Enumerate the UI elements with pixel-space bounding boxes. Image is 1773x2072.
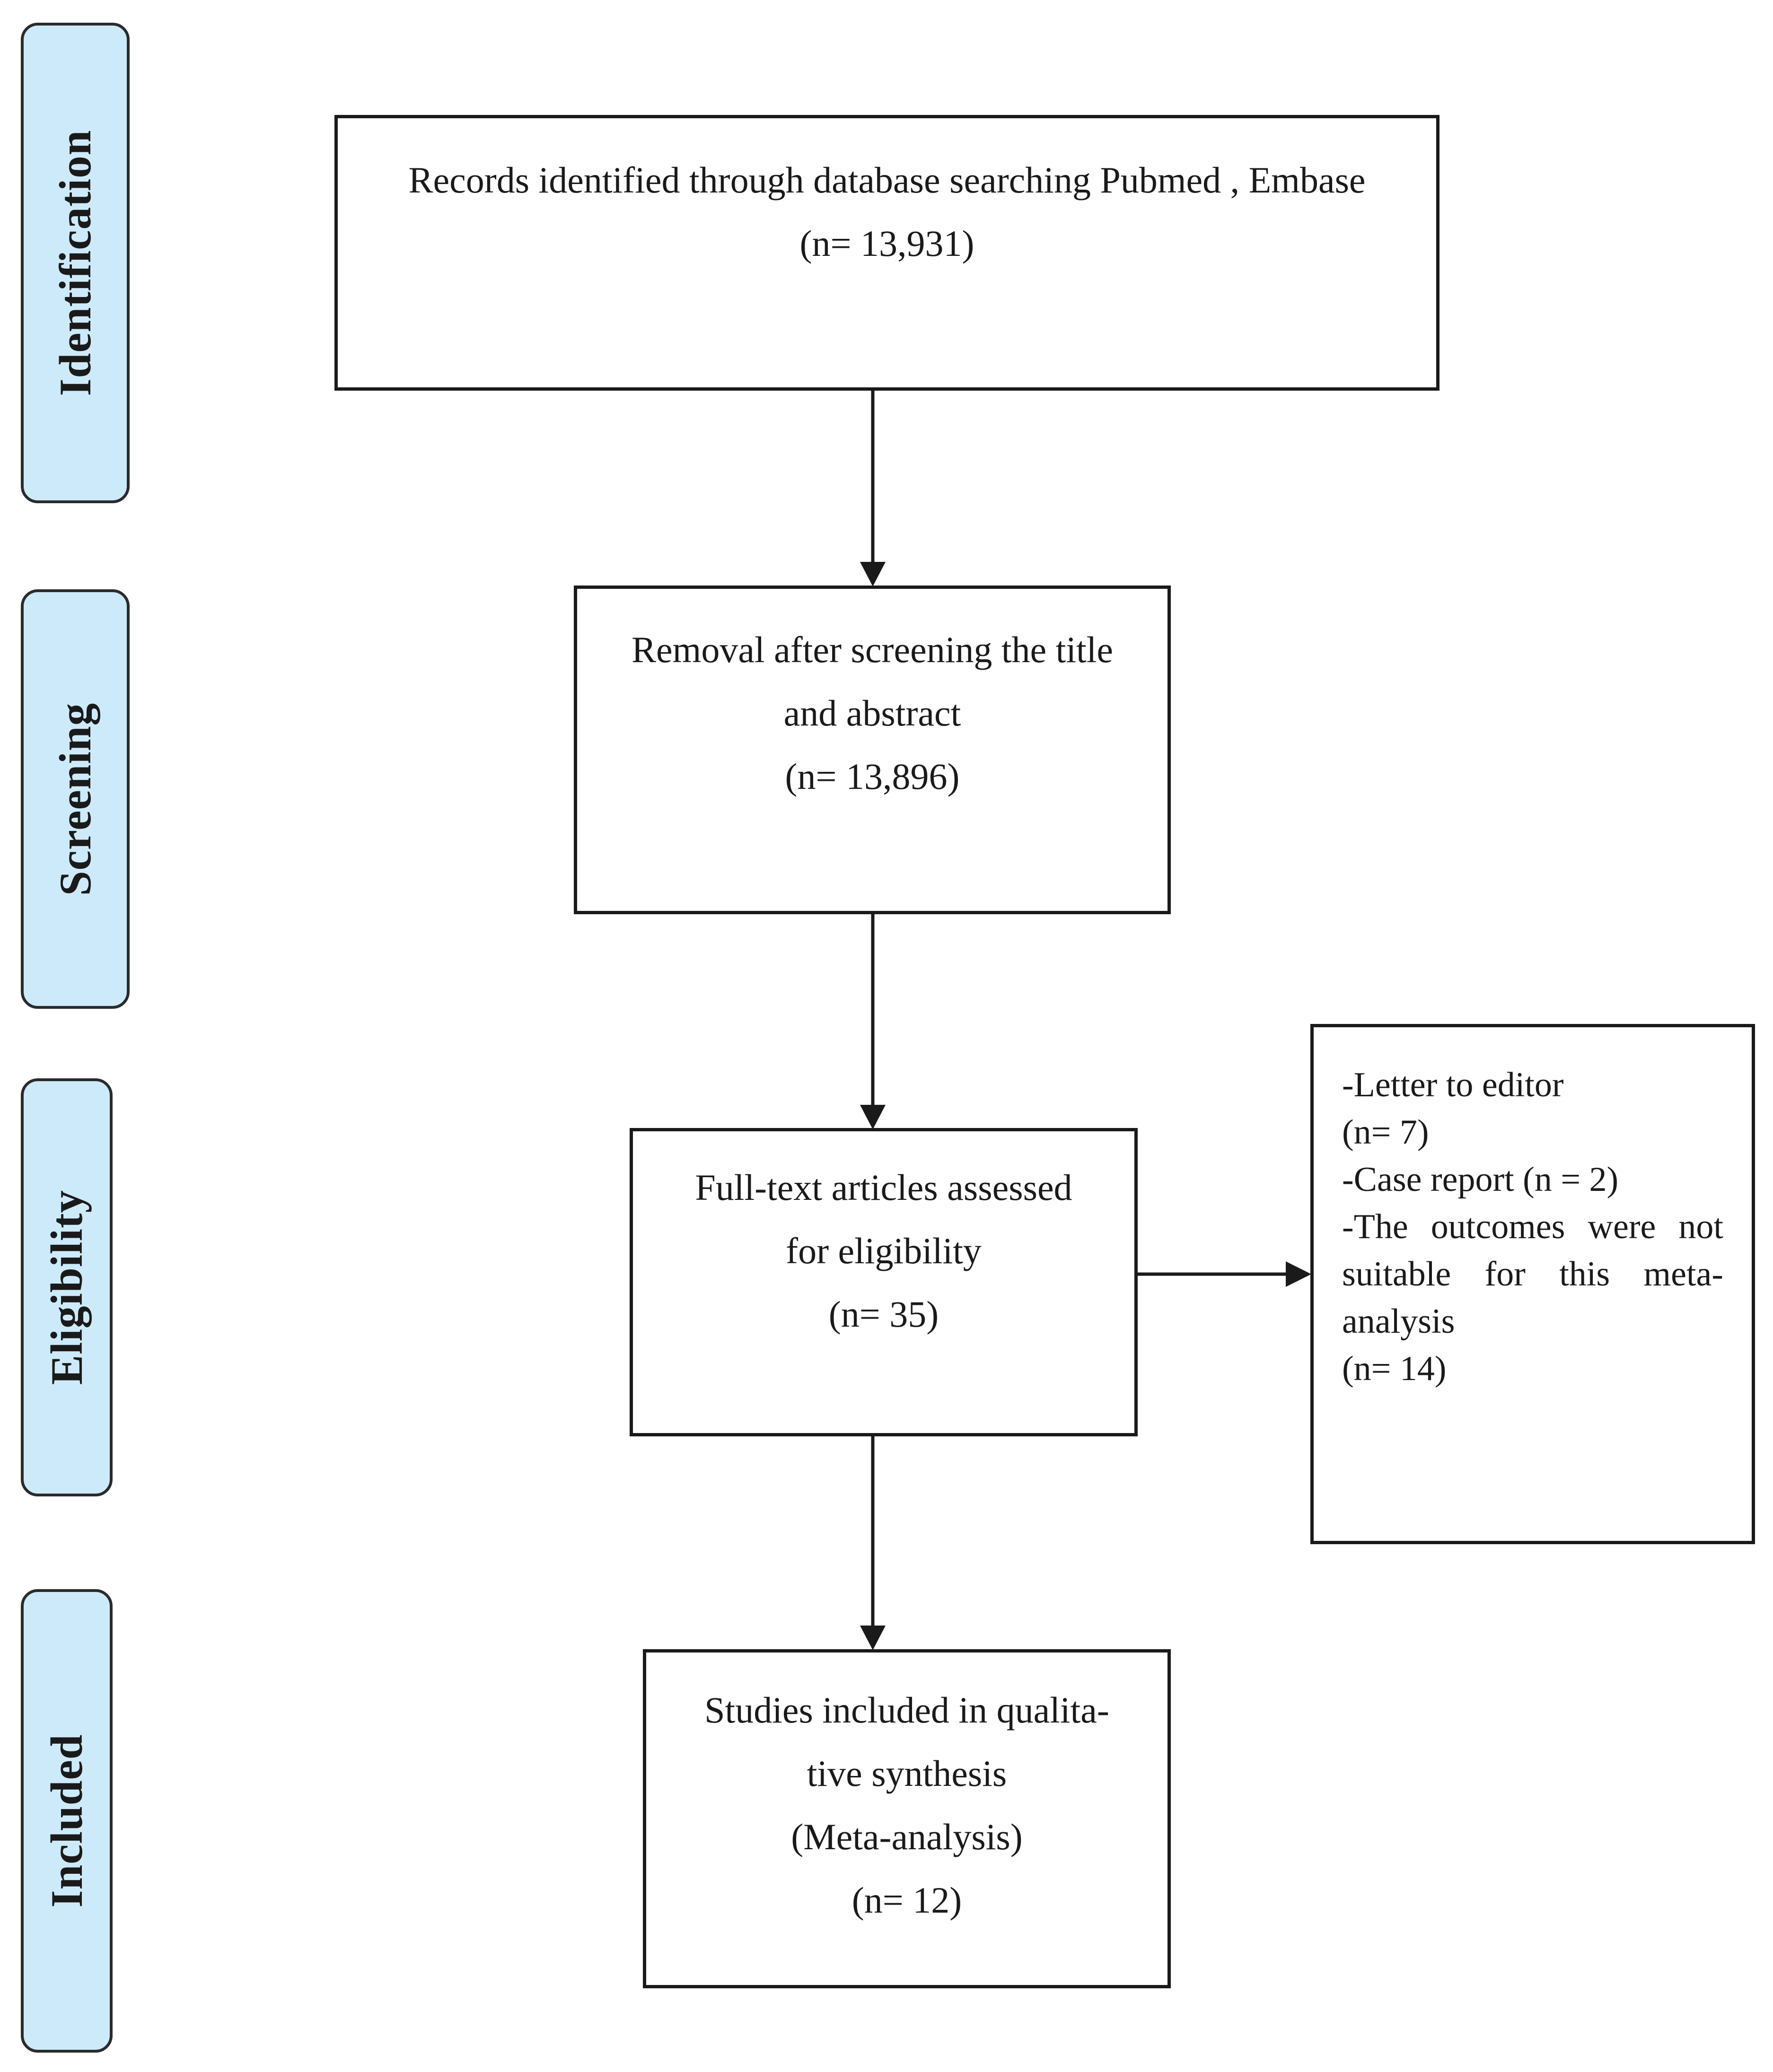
- screened-text-line2: and abstract: [783, 692, 961, 734]
- arrowhead-screened: [860, 562, 886, 586]
- screened-count: (n= 13,896): [785, 756, 960, 797]
- arrowhead-excluded: [1286, 1261, 1311, 1287]
- included-text-line3: (Meta-analysis): [791, 1816, 1023, 1857]
- box-studies-included: Studies included in qualita- tive synthe…: [643, 1649, 1171, 1988]
- excluded-outcomes-line1: -The outcomes were not: [1342, 1207, 1723, 1246]
- identified-count: (n= 13,931): [799, 223, 974, 264]
- arrowhead-included: [860, 1626, 886, 1650]
- excluded-outcomes-count: (n= 14): [1342, 1349, 1447, 1388]
- excluded-outcomes-line2: suitable for this meta-: [1342, 1255, 1723, 1294]
- excluded-letter-count: (n= 7): [1342, 1113, 1429, 1152]
- stage-identification: Identification: [21, 23, 130, 503]
- stage-included: Included: [21, 1589, 113, 2053]
- excluded-outcomes-line3: analysis: [1342, 1302, 1455, 1341]
- excluded-letter: -Letter to editor: [1342, 1066, 1564, 1104]
- included-text-line1: Studies included in qualita-: [704, 1689, 1109, 1731]
- stage-screening: Screening: [21, 589, 130, 1009]
- box-screening-removal: Removal after screening the title and ab…: [574, 586, 1171, 914]
- eligibility-text-line1: Full-text articles assessed: [695, 1167, 1072, 1208]
- stage-eligibility: Eligibility: [21, 1078, 113, 1496]
- box-records-identified: Records identified through database sear…: [334, 115, 1439, 391]
- screened-text-line1: Removal after screening the title: [632, 629, 1113, 670]
- excluded-case-report: -Case report (n = 2): [1342, 1160, 1619, 1199]
- included-text-line2: tive synthesis: [807, 1753, 1007, 1794]
- eligibility-text-line2: for eligibility: [786, 1230, 982, 1271]
- arrowhead-eligibility: [860, 1105, 886, 1129]
- box-full-text-eligibility: Full-text articles assessed for eligibil…: [630, 1128, 1138, 1436]
- box-excluded-records: -Letter to editor (n= 7) -Case report (n…: [1310, 1024, 1755, 1544]
- included-count: (n= 12): [851, 1880, 962, 1921]
- identified-text: Records identified through database sear…: [408, 159, 1366, 201]
- eligibility-count: (n= 35): [828, 1294, 939, 1335]
